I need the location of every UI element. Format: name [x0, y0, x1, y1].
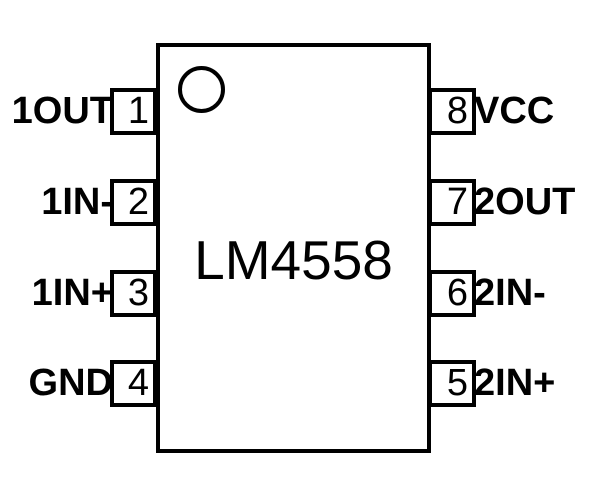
pin-8-number: 8 — [446, 90, 468, 132]
pin-3-box: 3 — [110, 270, 157, 317]
chip-title: LM4558 — [194, 229, 393, 291]
pin-1-box: 1 — [110, 88, 157, 135]
pin-5-label: 2IN+ — [474, 362, 556, 404]
pin-3-number: 3 — [127, 272, 149, 314]
pin-1-label: 1OUT — [11, 90, 113, 132]
pin-7-box: 7 — [428, 179, 476, 226]
pin-2-box: 2 — [110, 179, 157, 226]
pin-4-box: 4 — [110, 360, 157, 407]
pin-6-number: 6 — [446, 272, 468, 314]
pin-6-label: 2IN- — [474, 272, 546, 314]
pin-3-label: 1IN+ — [31, 272, 113, 314]
pin-8-label: VCC — [474, 90, 555, 132]
pin-4-label: GND — [28, 362, 113, 404]
pin-7-number: 7 — [446, 181, 468, 223]
pin-6-box: 6 — [428, 270, 476, 317]
pin1-indicator-dot — [178, 66, 225, 113]
pin-2-number: 2 — [127, 181, 149, 223]
pin-2-label: 1IN- — [41, 181, 113, 223]
pin-1-number: 1 — [127, 90, 149, 132]
pin-5-number: 5 — [446, 362, 468, 404]
pin-4-number: 4 — [127, 362, 149, 404]
pin-8-box: 8 — [428, 88, 476, 135]
pin-5-box: 5 — [428, 360, 476, 407]
pin-7-label: 2OUT — [474, 181, 576, 223]
